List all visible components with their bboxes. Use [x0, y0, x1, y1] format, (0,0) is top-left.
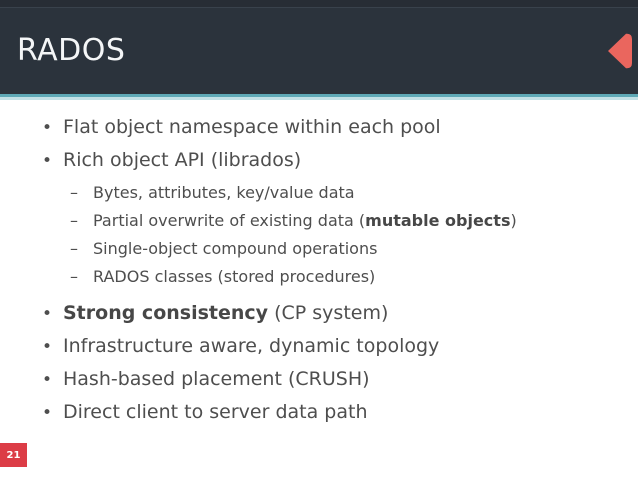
- bullet-item: • Flat object namespace within each pool: [0, 111, 638, 144]
- bullet-text: Partial overwrite of existing data (muta…: [93, 211, 517, 230]
- bullet-item: • Direct client to server data path: [0, 396, 638, 429]
- dash-marker: –: [70, 211, 78, 230]
- bullet-dot: •: [42, 370, 53, 390]
- dash-marker: –: [70, 239, 78, 258]
- bullet-item: • Strong consistency (CP system): [0, 297, 638, 330]
- bullet-dot: •: [42, 151, 53, 171]
- left-triangle-icon: [608, 33, 632, 69]
- bullet-text: Flat object namespace within each pool: [63, 116, 441, 138]
- sub-bullet-item: –Partial overwrite of existing data (mut…: [0, 207, 638, 235]
- bullet-text: Bytes, attributes, key/value data: [93, 183, 355, 202]
- accent-line-light: [0, 97, 638, 100]
- page-number: 21: [6, 449, 21, 461]
- bullet-item: • Infrastructure aware, dynamic topology: [0, 330, 638, 363]
- bullet-dot: •: [42, 118, 53, 138]
- sub-bullet-item: –RADOS classes (stored procedures): [0, 263, 638, 291]
- bullet-item: • Rich object API (librados): [0, 144, 638, 177]
- bullet-text: Direct client to server data path: [63, 401, 368, 423]
- slide-header: RADOS: [0, 0, 638, 94]
- page-number-badge: 21: [0, 443, 27, 467]
- bullet-dot: •: [42, 304, 53, 324]
- bullet-text: Infrastructure aware, dynamic topology: [63, 335, 440, 357]
- bullet-text: Rich object API (librados): [63, 149, 302, 171]
- bullet-dot: •: [42, 403, 53, 423]
- bullet-list: •Flat object namespace within each pool•…: [0, 111, 638, 429]
- header-top-strip: [0, 0, 638, 8]
- bullet-text: Hash-based placement (CRUSH): [63, 368, 370, 390]
- accent-line-dark: [0, 94, 638, 97]
- dash-marker: –: [70, 183, 78, 202]
- dash-marker: –: [70, 267, 78, 286]
- bullet-dot: •: [42, 337, 53, 357]
- bullet-text: Strong consistency (CP system): [63, 302, 389, 324]
- bullet-text: RADOS classes (stored procedures): [93, 267, 376, 286]
- sub-bullet-item: –Single-object compound operations: [0, 235, 638, 263]
- sub-bullet-item: –Bytes, attributes, key/value data: [0, 179, 638, 207]
- page-title: RADOS: [17, 33, 126, 68]
- bullet-text: Single-object compound operations: [93, 239, 378, 258]
- bullet-item: • Hash-based placement (CRUSH): [0, 363, 638, 396]
